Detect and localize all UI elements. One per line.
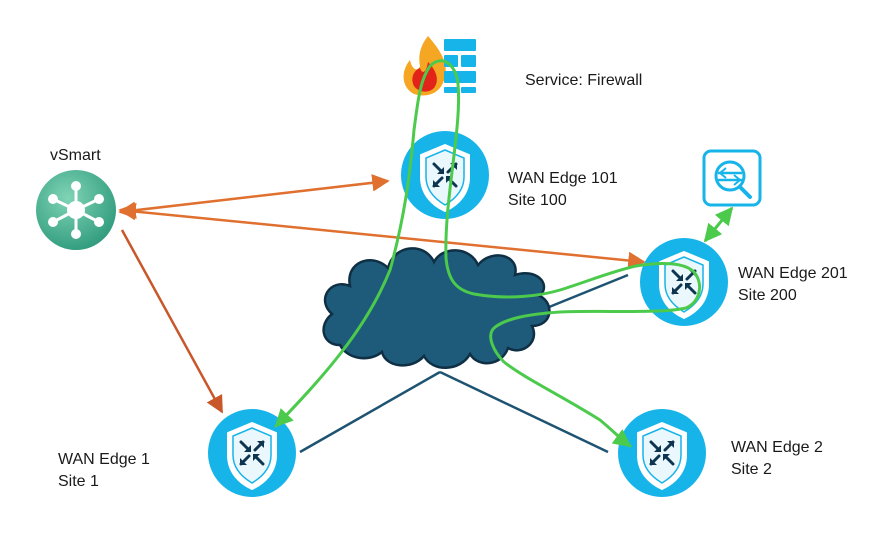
control-links [118, 174, 646, 414]
transport-cloud [322, 247, 551, 369]
traffic-path-arrowhead-edge2 [611, 429, 632, 448]
wan-edge-201-label: WAN Edge 201 Site 200 [738, 263, 848, 307]
wan-edge-201-icon [640, 238, 728, 326]
wan-edge-1-icon [208, 409, 296, 497]
wan-edge-101-icon [401, 131, 489, 219]
wan-edge-1-name: WAN Edge 1 [58, 451, 150, 468]
control-link-edge101 [118, 174, 390, 219]
control-link-edge201 [118, 202, 646, 270]
traffic-path-segment-edge1-to-firewall [274, 59, 702, 446]
firewall-icon [403, 36, 476, 96]
wan-edge-101-name: WAN Edge 101 [508, 170, 618, 187]
vsmart-label: vSmart [50, 147, 101, 164]
wan-edge-2-name: WAN Edge 2 [731, 439, 823, 456]
wan-edge-101-label: WAN Edge 101 Site 100 [508, 168, 618, 212]
data-link-edge2 [439, 370, 609, 454]
analytics-link [703, 206, 734, 243]
wan-edge-1-site: Site 1 [58, 473, 99, 490]
vsmart-hub-icon [36, 170, 116, 250]
wan-edge-201-site: Site 200 [738, 287, 797, 304]
wan-edge-2-icon [618, 409, 706, 497]
data-link-edge1 [299, 370, 441, 454]
wan-edge-2-site: Site 2 [731, 461, 772, 478]
wan-edge-101-site: Site 100 [508, 192, 567, 209]
wan-edge-1-label: WAN Edge 1 Site 1 [58, 449, 150, 493]
traffic-path [274, 59, 702, 448]
wan-edge-2-label: WAN Edge 2 Site 2 [731, 437, 823, 481]
service-firewall-label: Service: Firewall [525, 72, 643, 89]
control-link-edge1 [120, 229, 224, 414]
wan-edge-201-name: WAN Edge 201 [738, 265, 848, 282]
analytics-search-icon [702, 149, 762, 207]
